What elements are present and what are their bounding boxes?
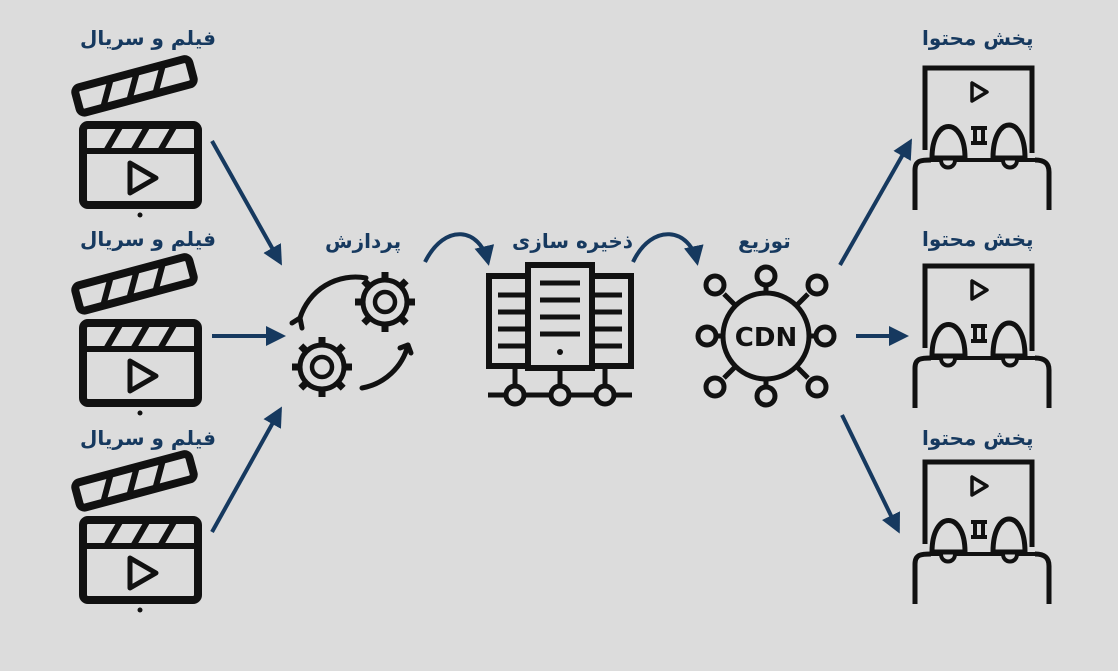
gears-icon (292, 272, 415, 397)
output-label: پخش محتوا (922, 426, 1034, 450)
flow-arrow (631, 232, 704, 266)
output-label: پخش محتوا (922, 227, 1034, 251)
cdn-network-icon (695, 264, 837, 408)
flow-arrow (838, 138, 912, 266)
cinema-audience-icon (915, 266, 1049, 408)
cdn-text: CDN (735, 323, 797, 353)
source-label: فیلم و سریال (80, 426, 216, 450)
output-label: پخش محتوا (922, 26, 1034, 50)
source-label: فیلم و سریال (80, 26, 216, 50)
storage-label: ذخیره سازی (512, 229, 634, 253)
flow-arrow (423, 232, 495, 266)
flow-arrow (210, 140, 282, 266)
cinema-audience-icon (915, 462, 1049, 604)
clapperboard-icon (74, 256, 198, 415)
clapperboard-icon (74, 453, 198, 612)
distribution-label: توزیع (738, 229, 791, 253)
flow-arrow (840, 414, 900, 534)
flow-arrow (210, 406, 282, 533)
server-icon (486, 262, 634, 407)
processing-label: پردازش (325, 229, 402, 253)
cinema-audience-icon (915, 68, 1049, 210)
source-label: فیلم و سریال (80, 227, 216, 251)
clapperboard-icon (74, 58, 198, 217)
